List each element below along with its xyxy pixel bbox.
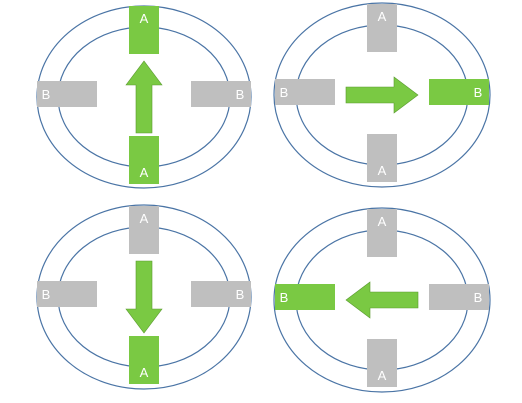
pole-label-right: B xyxy=(474,85,483,100)
motor-panel-4: A A B B xyxy=(273,207,491,393)
pole-bottom-active xyxy=(129,336,159,384)
arrow-up-icon xyxy=(125,60,163,134)
pole-bottom-active xyxy=(129,136,159,184)
pole-label-left: B xyxy=(42,87,51,102)
pole-left xyxy=(275,79,335,105)
pole-right xyxy=(429,284,489,310)
pole-label-right: B xyxy=(236,87,245,102)
pole-bottom xyxy=(367,339,397,387)
pole-label-top: A xyxy=(140,211,149,226)
pole-top xyxy=(367,209,397,257)
pole-left xyxy=(37,281,97,307)
pole-label-bottom: A xyxy=(140,365,149,380)
pole-left-active xyxy=(275,284,335,310)
pole-label-bottom: A xyxy=(378,163,387,178)
pole-bottom xyxy=(367,134,397,182)
arrow-right-icon xyxy=(345,76,419,114)
pole-label-top: A xyxy=(140,11,149,26)
motor-panel-2: A A B B xyxy=(273,2,491,188)
pole-right-active xyxy=(429,79,489,105)
pole-top-active xyxy=(129,6,159,54)
motor-panel-1: A A B B xyxy=(36,5,252,189)
pole-top xyxy=(129,206,159,254)
outer-ring xyxy=(273,207,491,393)
arrow-left-icon xyxy=(345,281,419,319)
pole-label-right: B xyxy=(236,287,245,302)
pole-label-bottom: A xyxy=(378,368,387,383)
pole-label-top: A xyxy=(378,214,387,229)
pole-left xyxy=(37,81,97,107)
pole-label-bottom: A xyxy=(140,165,149,180)
pole-top xyxy=(367,4,397,52)
pole-label-left: B xyxy=(280,290,289,305)
pole-label-top: A xyxy=(378,9,387,24)
pole-label-left: B xyxy=(280,85,289,100)
pole-right xyxy=(191,281,251,307)
motor-panel-3: A A B B xyxy=(36,204,252,390)
pole-label-left: B xyxy=(42,287,51,302)
outer-ring xyxy=(273,2,491,188)
pole-right xyxy=(191,81,251,107)
arrow-down-icon xyxy=(125,260,163,334)
pole-label-right: B xyxy=(474,290,483,305)
